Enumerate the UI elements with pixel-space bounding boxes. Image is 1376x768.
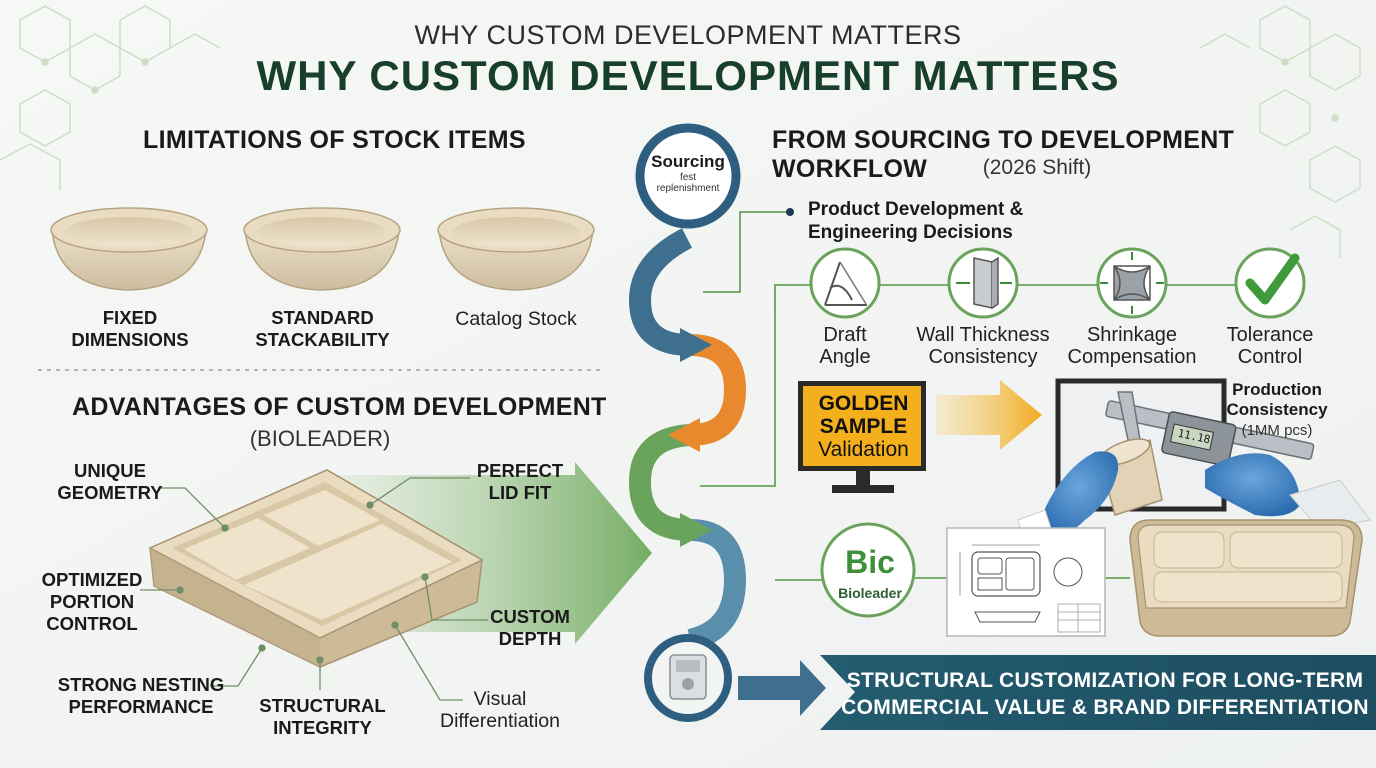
golden-sample-monitor: [798, 381, 926, 493]
bioleader-logo-name: Bioleader: [838, 585, 902, 601]
callout-visual-differentiation: Visual Differentiation: [440, 688, 560, 732]
timeline-start-title: Sourcing: [651, 152, 725, 171]
step-icon-tolerance: [1234, 247, 1306, 319]
technical-drawing: [946, 527, 1106, 637]
production-subtitle: (1MM pcs): [1241, 422, 1313, 439]
page-supertitle: WHY CUSTOM DEVELOPMENT MATTERS: [414, 20, 962, 50]
caliper-illustration: [1105, 391, 1315, 467]
custom-subheading: (BIOLEADER): [249, 426, 391, 451]
stock-label-standard-stackability: STANDARD STACKABILITY: [255, 307, 390, 350]
golden-sample-validation: Validation: [818, 438, 909, 461]
callout-perfect-lid-fit: PERFECT LID FIT: [476, 460, 564, 503]
callout-structural-integrity: STRUCTURAL INTEGRITY: [259, 695, 386, 738]
timeline-start-subtitle: fest replenishment: [656, 172, 720, 194]
callout-custom-depth: CUSTOM DEPTH: [490, 606, 570, 649]
stock-heading: LIMITATIONS OF STOCK ITEMS: [143, 126, 526, 154]
timeline-curves: [628, 228, 747, 651]
production-title: Production Consistency: [1226, 380, 1328, 419]
tray-callout-lines: [140, 477, 488, 701]
timeline-start-ring: [635, 123, 741, 229]
final-tray-illustration: [1129, 519, 1363, 637]
callout-unique-geometry: UNIQUE GEOMETRY: [57, 460, 163, 503]
callout-strong-nesting: STRONG NESTING PERFORMANCE: [57, 674, 225, 717]
decisions-title: Product Development & Engineering Decisi…: [808, 199, 1024, 243]
validation-arrow: [936, 380, 1042, 450]
hexagon-pattern-right: [1199, 5, 1361, 258]
golden-sample-label: GOLDEN SAMPLE: [818, 392, 909, 438]
timeline-arrowheads: [668, 328, 712, 547]
stock-bowl-3: [437, 207, 595, 291]
step-label-draft-angle: Draft Angle: [819, 324, 871, 368]
workflow-subheading: (2026 Shift): [982, 156, 1092, 179]
stock-label-catalog: Catalog Stock: [455, 308, 577, 330]
step-label-shrinkage: Shrinkage Compensation: [1067, 324, 1197, 368]
page-title: WHY CUSTOM DEVELOPMENT MATTERS: [256, 52, 1120, 99]
bioleader-logo-ring: [820, 522, 916, 618]
custom-tray-illustration: [148, 469, 484, 668]
banner-shape: [820, 655, 1376, 730]
bioleader-logo-mark: Bic: [845, 544, 895, 580]
stock-bowl-1: [50, 207, 208, 291]
stock-bowl-2: [243, 207, 401, 291]
step-icon-wall: [947, 247, 1019, 319]
machine-icon: [669, 654, 707, 700]
banner-text: STRUCTURAL CUSTOMIZATION FOR LONG-TERM C…: [841, 669, 1369, 719]
hexagon-pattern-left: [0, 5, 221, 190]
step-icon-shrinkage: [1096, 247, 1168, 319]
step-label-wall-thickness: Wall Thickness Consistency: [916, 324, 1050, 368]
golden-sample-text: GOLDEN SAMPLE Validation: [806, 392, 921, 462]
custom-heading: ADVANTAGES OF CUSTOM DEVELOPMENT: [72, 393, 607, 421]
banner-arrow: [738, 660, 826, 716]
step-label-tolerance: Tolerance Control: [1226, 324, 1314, 368]
stock-label-fixed-dimensions: FIXED DIMENSIONS: [71, 307, 189, 350]
step-icon-draft: [809, 247, 881, 319]
callout-optimized-portion: OPTIMIZED PORTION CONTROL: [41, 569, 143, 634]
workflow-heading: FROM SOURCING TO DEVELOPMENT WORKFLOW: [772, 126, 1235, 183]
gloved-hands: [1017, 451, 1371, 549]
